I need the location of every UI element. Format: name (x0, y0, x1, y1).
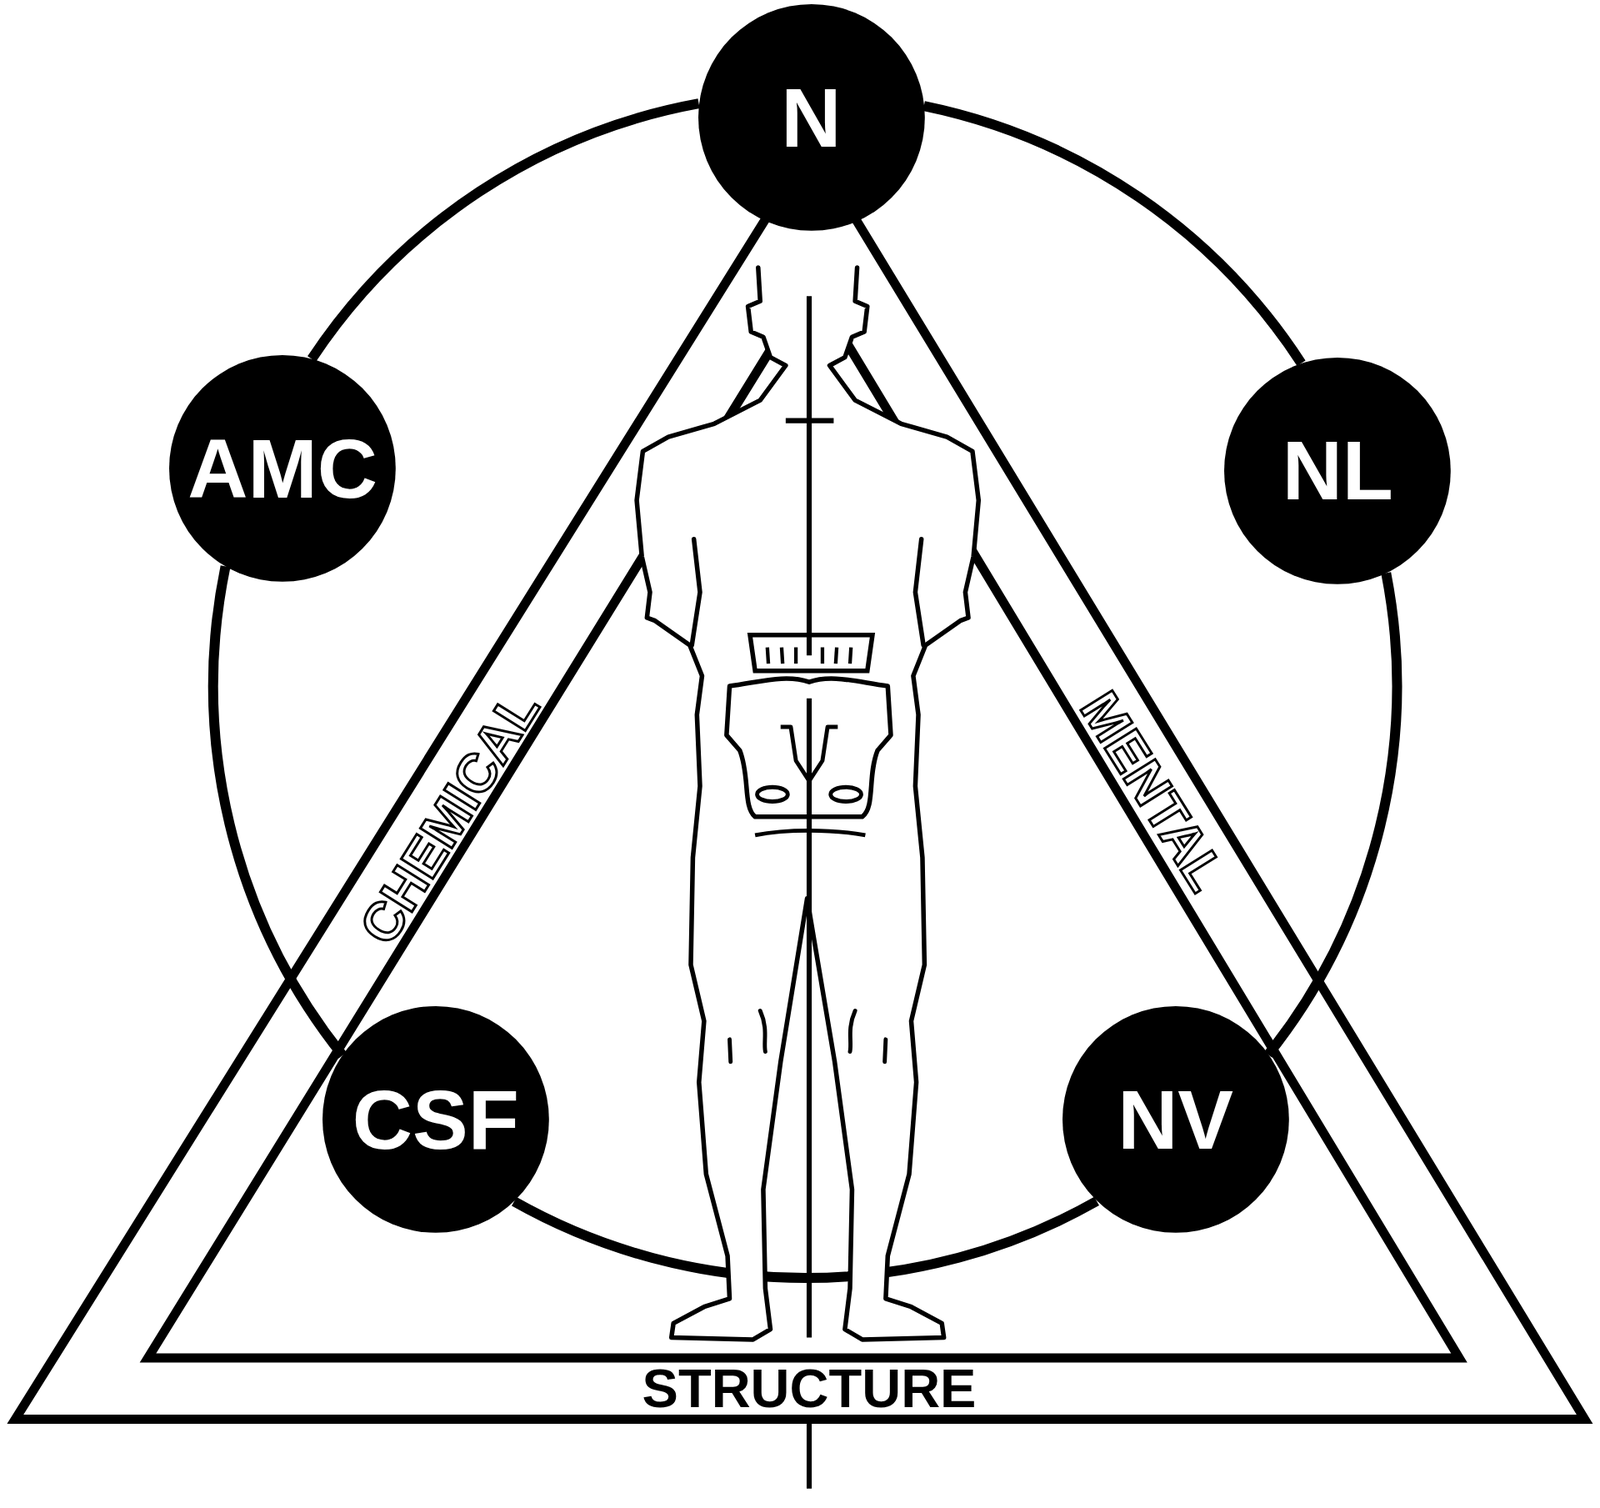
circle-shape (169, 355, 396, 582)
circle-shape (1224, 357, 1451, 585)
tick-mark (850, 647, 851, 665)
obturator (830, 786, 862, 801)
tick-mark (835, 647, 837, 665)
knee-mark (730, 1039, 731, 1062)
node-label: NL (1224, 357, 1451, 585)
circle-fill (698, 4, 925, 231)
torso-line (915, 539, 924, 645)
tick-mark (820, 647, 825, 665)
circle-fill (1224, 357, 1451, 585)
axis-line (806, 1422, 812, 1488)
circle-shape (322, 1005, 550, 1233)
ring-arc (1268, 572, 1398, 1055)
tick-mark (794, 647, 798, 665)
tick-mark (767, 647, 769, 665)
ring-arc (213, 565, 343, 1055)
circle-shape (698, 4, 925, 231)
knee-mark (760, 1010, 765, 1052)
circle-node: NV (1062, 1005, 1290, 1233)
circle-node: CSF (322, 1005, 550, 1233)
node-label: AMC (169, 355, 396, 582)
circle-node: AMC (169, 355, 396, 582)
circle-shape (1062, 1005, 1290, 1233)
node-label: CSF (322, 1005, 550, 1233)
band-label: STRUCTURE (642, 1360, 977, 1415)
knee-mark (850, 1010, 855, 1052)
spine-line (806, 295, 812, 655)
body-silhouette (636, 267, 979, 1340)
ring-arc (924, 105, 1302, 364)
outer-triangle (15, 145, 1585, 1419)
knee-mark (885, 1039, 886, 1062)
gravity-line (806, 698, 812, 1338)
torso-line (691, 539, 700, 645)
obturator (757, 786, 789, 801)
node-label: N (698, 4, 925, 231)
tick-mark (781, 647, 783, 665)
circle-node: N (698, 4, 925, 231)
circle-fill (169, 355, 396, 582)
body-outline (636, 267, 979, 1340)
ring-arc (514, 1200, 1097, 1278)
node-label: NV (1062, 1005, 1290, 1233)
spine-crossbar (785, 418, 835, 424)
circle-node: NL (1224, 357, 1451, 585)
circle-fill (322, 1005, 550, 1233)
circle-fill (1062, 1005, 1290, 1233)
ring-arc (311, 103, 700, 359)
